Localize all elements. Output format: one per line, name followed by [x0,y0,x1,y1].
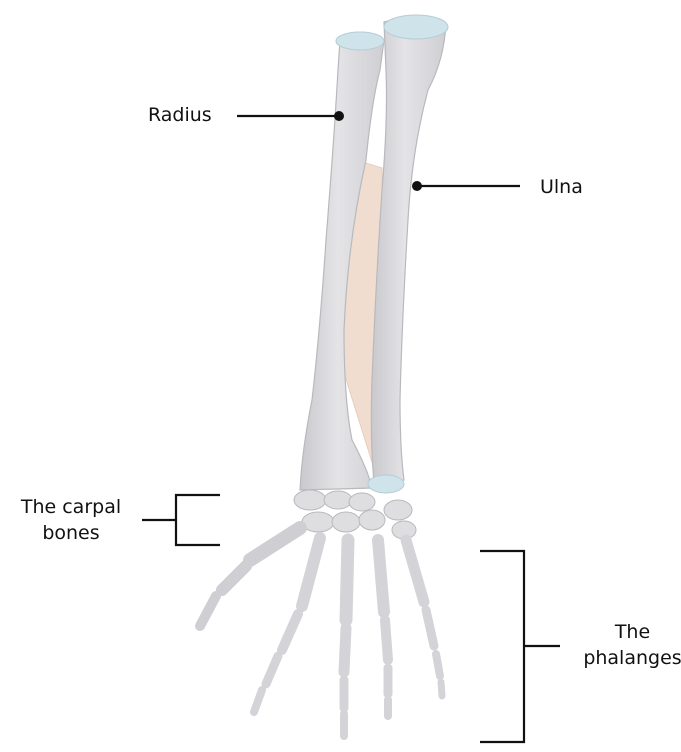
phalanges-label-line2: phalanges [580,645,681,671]
phalanges-bracket [480,551,560,742]
ulna-head-cartilage [384,15,448,39]
phalanges-label-line1: The [580,619,681,645]
hand-bones [200,528,442,736]
phalanges-label: The phalanges [580,619,681,671]
carpal-bracket [142,495,220,545]
ulna-leader [412,181,520,191]
carpal-bones-label: The carpal bones [12,494,130,546]
ulna-label: Ulna [540,174,583,200]
radius-head-cartilage [336,32,384,50]
ulna-bone [371,17,446,482]
radius-leader [237,111,344,121]
radius-label: Radius [148,102,212,128]
ulna-distal-cartilage [368,475,404,493]
carpal-bones-label-line2: bones [12,520,130,546]
carpal-bones [294,490,416,539]
carpal-bones-label-line1: The carpal [12,494,130,520]
